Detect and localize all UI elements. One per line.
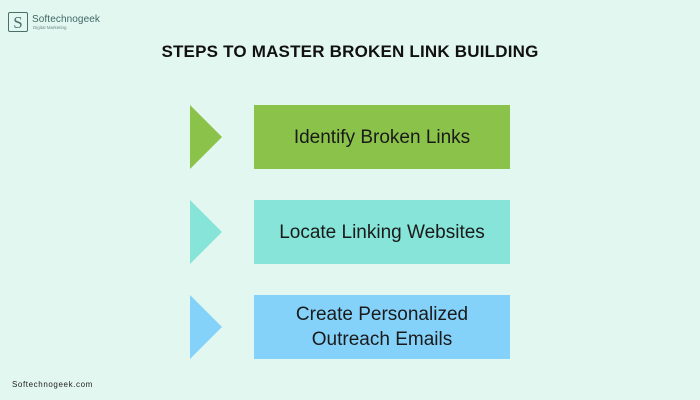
step-2: Locate Linking Websites <box>190 200 510 264</box>
step-1: Identify Broken Links <box>190 105 510 169</box>
step-2-label: Locate Linking Websites <box>254 200 510 264</box>
page-title: STEPS TO MASTER BROKEN LINK BUILDING <box>161 42 539 61</box>
logo-tagline: Digital Marketing <box>33 24 67 30</box>
step-3-arrow-icon <box>190 295 222 359</box>
logo-name: Softechnogeek <box>32 13 101 25</box>
brand-logo: S Softechnogeek Digital Marketing <box>8 11 100 33</box>
step-3-label: Create Personalized Outreach Emails <box>254 295 510 359</box>
footer-website: Softechnogeek.com <box>12 380 93 389</box>
logo-mark-icon: S <box>8 12 28 32</box>
step-1-label: Identify Broken Links <box>254 105 510 169</box>
step-3: Create Personalized Outreach Emails <box>190 295 510 359</box>
step-2-arrow-icon <box>190 200 222 264</box>
logo-text: Softechnogeek Digital Marketing <box>32 14 100 31</box>
step-1-arrow-icon <box>190 105 222 169</box>
